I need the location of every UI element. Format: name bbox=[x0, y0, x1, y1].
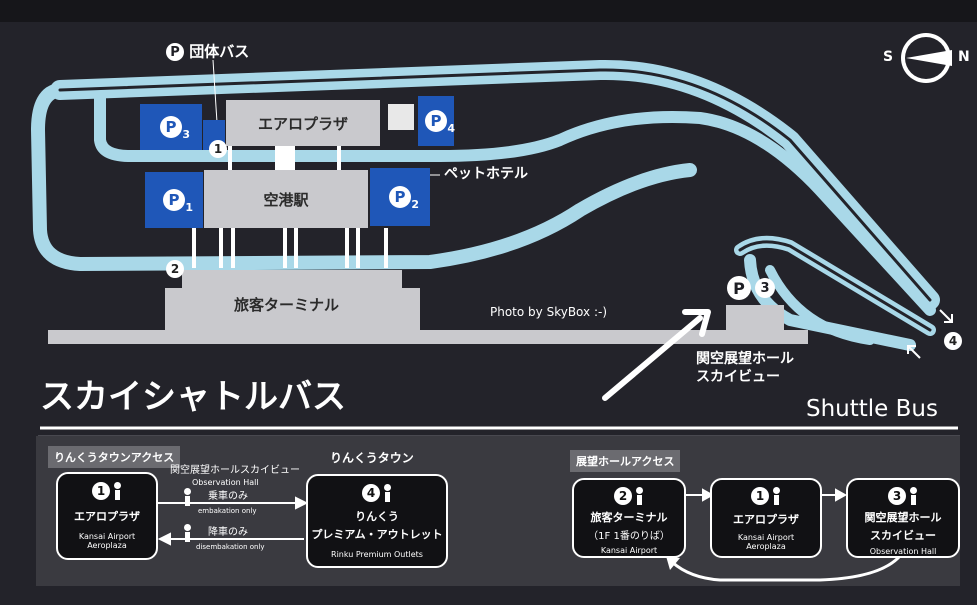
compass-south: S bbox=[883, 49, 894, 65]
observation-hall-label: 関空展望ホール スカイビュー bbox=[696, 351, 794, 386]
boarding-en: embakation only bbox=[198, 507, 257, 515]
group-bus-label: P 団体バス bbox=[166, 43, 249, 61]
rinku-dest-area: りんくうタウン bbox=[330, 451, 414, 465]
observation-parking-marker: P 3 bbox=[727, 276, 775, 300]
pet-hotel-label: ペットホテル bbox=[444, 166, 528, 182]
rinku-to-box: 4 りんくう プレミアム・アウトレット Rinku Premium Outlet… bbox=[306, 474, 448, 568]
rinku-from-box: 1 エアロプラザ Kansai Airport Aeroplaza bbox=[56, 472, 158, 560]
terminal-shape bbox=[48, 270, 808, 344]
title-jp: スカイシャトルバス bbox=[40, 377, 346, 417]
stop-4-badge: 4 bbox=[944, 332, 962, 350]
rinku-access-tag: りんくうタウンアクセス bbox=[48, 446, 181, 468]
station-pillars bbox=[192, 146, 388, 268]
hall-box-observation: 3 関空展望ホール スカイビュー Observation Hall bbox=[846, 478, 960, 558]
rinku-via-en: Observation Hall bbox=[192, 478, 259, 487]
title-en: Shuttle Bus bbox=[806, 396, 938, 422]
stop-1-badge: 1 bbox=[209, 140, 227, 158]
road-loop-east-3 bbox=[765, 265, 875, 345]
boarding-label: 乗車のみ bbox=[208, 491, 248, 502]
road-inner-loop bbox=[94, 82, 936, 316]
road-loop-east-2 bbox=[744, 254, 916, 351]
compass-north: N bbox=[958, 49, 970, 65]
rinku-via-name: 関空展望ホールスカイビュー bbox=[170, 465, 300, 476]
alighting-label: 降車のみ bbox=[208, 527, 248, 538]
hall-access-tag: 展望ホールアクセス bbox=[570, 450, 681, 472]
hall-box-terminal: 2 旅客ターミナル （1F 1番のりば） Kansai Airport bbox=[572, 478, 686, 558]
person-icon bbox=[183, 524, 192, 542]
terminal-label: 旅客ターミナル bbox=[234, 296, 340, 314]
hall-box-aeroplaza: 1 エアロプラザ Kansai Airport Aeroplaza bbox=[710, 478, 822, 558]
road-outer-loop bbox=[31, 83, 697, 271]
photo-credit: Photo by SkyBox :-) bbox=[490, 305, 607, 319]
person-icon bbox=[183, 488, 192, 506]
station-building: 空港駅 bbox=[204, 170, 368, 228]
alighting-en: disembakation only bbox=[196, 543, 265, 551]
observation-hall-block bbox=[726, 305, 784, 343]
stop-2-badge: 2 bbox=[166, 260, 184, 278]
aeroplaza-building: エアロプラザ bbox=[226, 100, 380, 146]
